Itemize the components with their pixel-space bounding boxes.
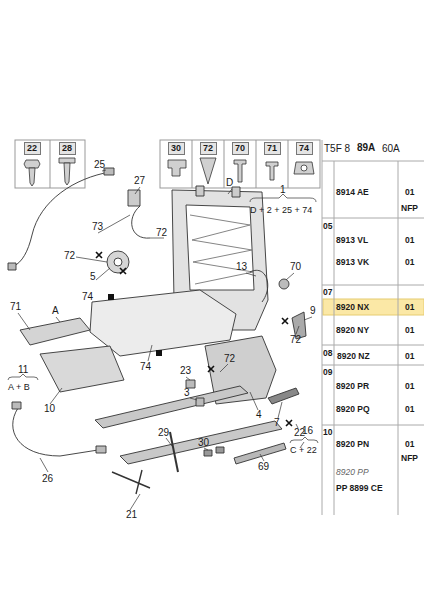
group-number: 10 xyxy=(323,428,332,437)
header-code: 60A xyxy=(382,144,400,154)
group-number: 07 xyxy=(323,288,332,297)
seat-parts xyxy=(8,168,306,494)
part-reference: 8920 PP xyxy=(336,468,369,477)
part-reference: 8913 VK xyxy=(336,258,369,267)
callout-number: 21 xyxy=(126,510,137,520)
callout-box: 28 xyxy=(59,142,76,155)
callout-number: 11 xyxy=(18,365,28,375)
fastener-box xyxy=(15,140,85,188)
callout-number: 9 xyxy=(310,306,316,316)
group-number: 09 xyxy=(323,368,332,377)
callout-number: 23 xyxy=(180,366,191,376)
quantity: 01 xyxy=(405,188,414,197)
callout-number: 71 xyxy=(267,144,277,153)
callout-number: 72 xyxy=(290,335,301,345)
callout-box: 70 xyxy=(232,142,249,155)
quantity: 01 xyxy=(405,352,414,361)
assembly-formula: C + 22 xyxy=(290,446,317,455)
callout-number: 73 xyxy=(92,222,103,232)
leader-lines xyxy=(8,170,318,510)
part-reference: 8920 PR xyxy=(336,382,369,391)
callout-number: 72 xyxy=(224,354,235,364)
callout-number: 74 xyxy=(299,144,309,153)
callout-number: 71 xyxy=(10,302,21,312)
callout-number: 16 xyxy=(302,426,313,436)
part-reference: 8920 NX xyxy=(336,303,369,312)
quantity: 01 xyxy=(405,258,414,267)
callout-number: 3 xyxy=(184,388,190,398)
part-reference: 8914 AE xyxy=(336,188,369,197)
callout-number: 22 xyxy=(27,144,37,153)
callout-letter: D xyxy=(226,178,233,188)
callout-number: 1 xyxy=(280,185,286,195)
callout-number: 5 xyxy=(90,272,96,282)
part-reference: 8913 VL xyxy=(336,236,368,245)
header-code: 89A xyxy=(357,143,375,153)
callout-number: 30 xyxy=(198,438,209,448)
callout-number: 26 xyxy=(42,474,53,484)
assembly-formula: A + B xyxy=(8,383,30,392)
part-reference: 8920 NY xyxy=(336,326,369,335)
callout-box: 74 xyxy=(296,142,313,155)
callout-number: 72 xyxy=(156,228,167,238)
callout-number: 74 xyxy=(140,362,151,372)
callout-letter: A xyxy=(52,306,59,316)
assembly-formula: D + 2 + 25 + 74 xyxy=(250,206,312,215)
table-grid xyxy=(322,140,424,515)
quantity: 01 xyxy=(405,405,414,414)
callout-box: 72 xyxy=(200,142,217,155)
callout-number: 28 xyxy=(62,144,72,153)
part-reference: 8920 NZ xyxy=(337,352,370,361)
callout-number: 29 xyxy=(158,428,169,438)
marker-squares xyxy=(108,294,162,356)
callout-number: 30 xyxy=(171,144,181,153)
fastener-box xyxy=(160,140,320,188)
callout-box: 71 xyxy=(264,142,281,155)
quantity: 01 xyxy=(405,236,414,245)
callout-number: 7 xyxy=(274,418,280,428)
callout-number: 70 xyxy=(235,144,245,153)
callout-number: 72 xyxy=(203,144,213,153)
group-number: 08 xyxy=(323,349,332,358)
quantity: 01 xyxy=(405,326,414,335)
callout-number: 13 xyxy=(236,262,247,272)
callout-number: 70 xyxy=(290,262,301,272)
fastener-icons xyxy=(24,158,314,186)
callout-number: 25 xyxy=(94,160,105,170)
callout-box: 22 xyxy=(24,142,41,155)
callout-number: 72 xyxy=(64,251,75,261)
callout-number: 27 xyxy=(134,176,145,186)
callout-number: 10 xyxy=(44,404,55,414)
part-reference: PP 8899 CE xyxy=(336,484,383,493)
callout-number: 74 xyxy=(82,292,93,302)
group-number: 05 xyxy=(323,222,332,231)
quantity: 01 xyxy=(405,440,414,449)
status-code: NFP xyxy=(401,204,418,213)
quantity: 01 xyxy=(405,303,414,312)
marker-crosses xyxy=(96,252,292,426)
callout-box: 30 xyxy=(168,142,185,155)
header-code: T5F 8 xyxy=(324,144,350,154)
quantity: 01 xyxy=(405,382,414,391)
part-reference: 8920 PQ xyxy=(336,405,370,414)
status-code: NFP xyxy=(401,454,418,463)
callout-number: 69 xyxy=(258,462,269,472)
part-reference: 8920 PN xyxy=(336,440,369,449)
callout-number: 4 xyxy=(256,410,262,420)
